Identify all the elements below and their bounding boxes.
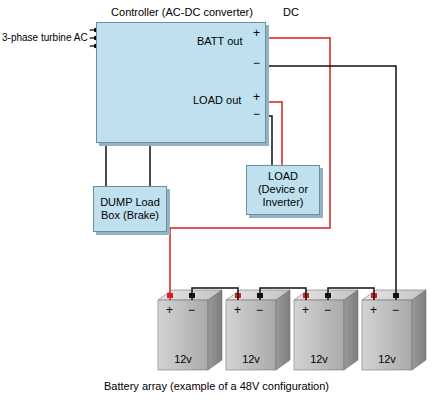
battery-cell: 12v bbox=[294, 300, 344, 370]
terminal-sign: + bbox=[253, 27, 260, 40]
terminal-sign: − bbox=[188, 304, 195, 317]
port-label: BATT out bbox=[197, 35, 242, 48]
wire bbox=[266, 102, 282, 165]
terminal-sign: + bbox=[253, 91, 260, 104]
voltage-label: 12v bbox=[310, 353, 328, 365]
box-text: LOAD (Device or Inverter) bbox=[250, 170, 316, 210]
terminal-sign: + bbox=[302, 304, 309, 317]
terminal-sign: − bbox=[253, 57, 260, 70]
wire bbox=[105, 143, 107, 186]
terminal-sign: − bbox=[324, 304, 331, 317]
voltage-label: 12v bbox=[242, 353, 260, 365]
port-label: LOAD out bbox=[193, 94, 241, 107]
batteries bbox=[158, 290, 426, 370]
terminal-sign: + bbox=[166, 304, 173, 317]
terminal-sign: − bbox=[392, 304, 399, 317]
controller-title: Controller (AC-DC converter) bbox=[97, 6, 267, 19]
caption: Battery array (example of a 48V configur… bbox=[0, 380, 433, 392]
terminal-sign: − bbox=[253, 108, 260, 121]
voltage-label: 12v bbox=[378, 353, 396, 365]
battery-body bbox=[362, 290, 426, 370]
dc-label: DC bbox=[283, 6, 299, 18]
battery-cell: 12v bbox=[226, 300, 276, 370]
wire bbox=[149, 143, 151, 186]
input-label: 3-phase turbine AC bbox=[2, 32, 88, 43]
terminal-sign: + bbox=[234, 304, 241, 317]
wire bbox=[266, 116, 272, 165]
battery-cell: 12v bbox=[158, 300, 208, 370]
wire bbox=[192, 288, 238, 300]
wire bbox=[260, 288, 306, 300]
wire bbox=[328, 288, 374, 300]
terminal-sign: − bbox=[256, 304, 263, 317]
controller-box: Controller (AC-DC converter)BATT outLOAD… bbox=[96, 22, 266, 143]
voltage-label: 12v bbox=[174, 353, 192, 365]
battery-body bbox=[158, 290, 222, 370]
dump-load-box: DUMP Load Box (Brake) bbox=[93, 186, 167, 232]
box-text: DUMP Load Box (Brake) bbox=[97, 196, 163, 222]
battery-body bbox=[294, 290, 358, 370]
battery-cell: 12v bbox=[362, 300, 412, 370]
terminal-sign: + bbox=[370, 304, 377, 317]
load-box: LOAD (Device or Inverter) bbox=[246, 165, 320, 215]
battery-body bbox=[226, 290, 290, 370]
